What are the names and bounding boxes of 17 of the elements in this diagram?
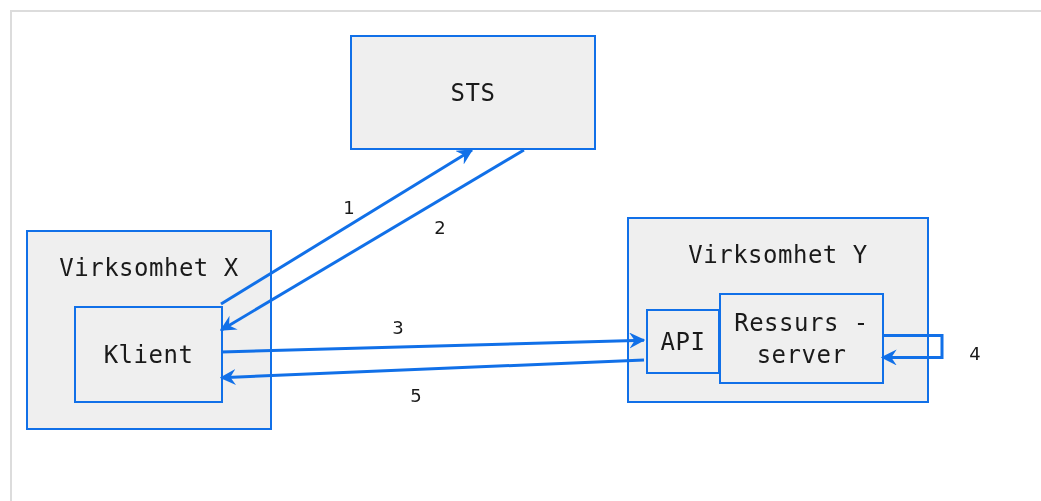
node-label: API bbox=[660, 326, 706, 358]
arrow bbox=[880, 334, 944, 366]
organization-box bbox=[26, 230, 272, 430]
node-label: Ressurs -server bbox=[733, 307, 870, 371]
process-box bbox=[646, 309, 720, 374]
node-label: Virksomhet Y bbox=[688, 240, 868, 271]
node-label: Virksomhet X bbox=[59, 253, 239, 284]
organization-box bbox=[627, 217, 929, 403]
arrow bbox=[219, 358, 645, 386]
arrow bbox=[220, 148, 474, 306]
arrow bbox=[219, 148, 525, 332]
node-label: Klient bbox=[103, 339, 194, 371]
node-label: STS bbox=[450, 77, 496, 109]
process-box bbox=[350, 35, 596, 150]
arrow bbox=[220, 332, 646, 354]
process-box bbox=[719, 293, 884, 384]
process-box bbox=[74, 306, 223, 403]
